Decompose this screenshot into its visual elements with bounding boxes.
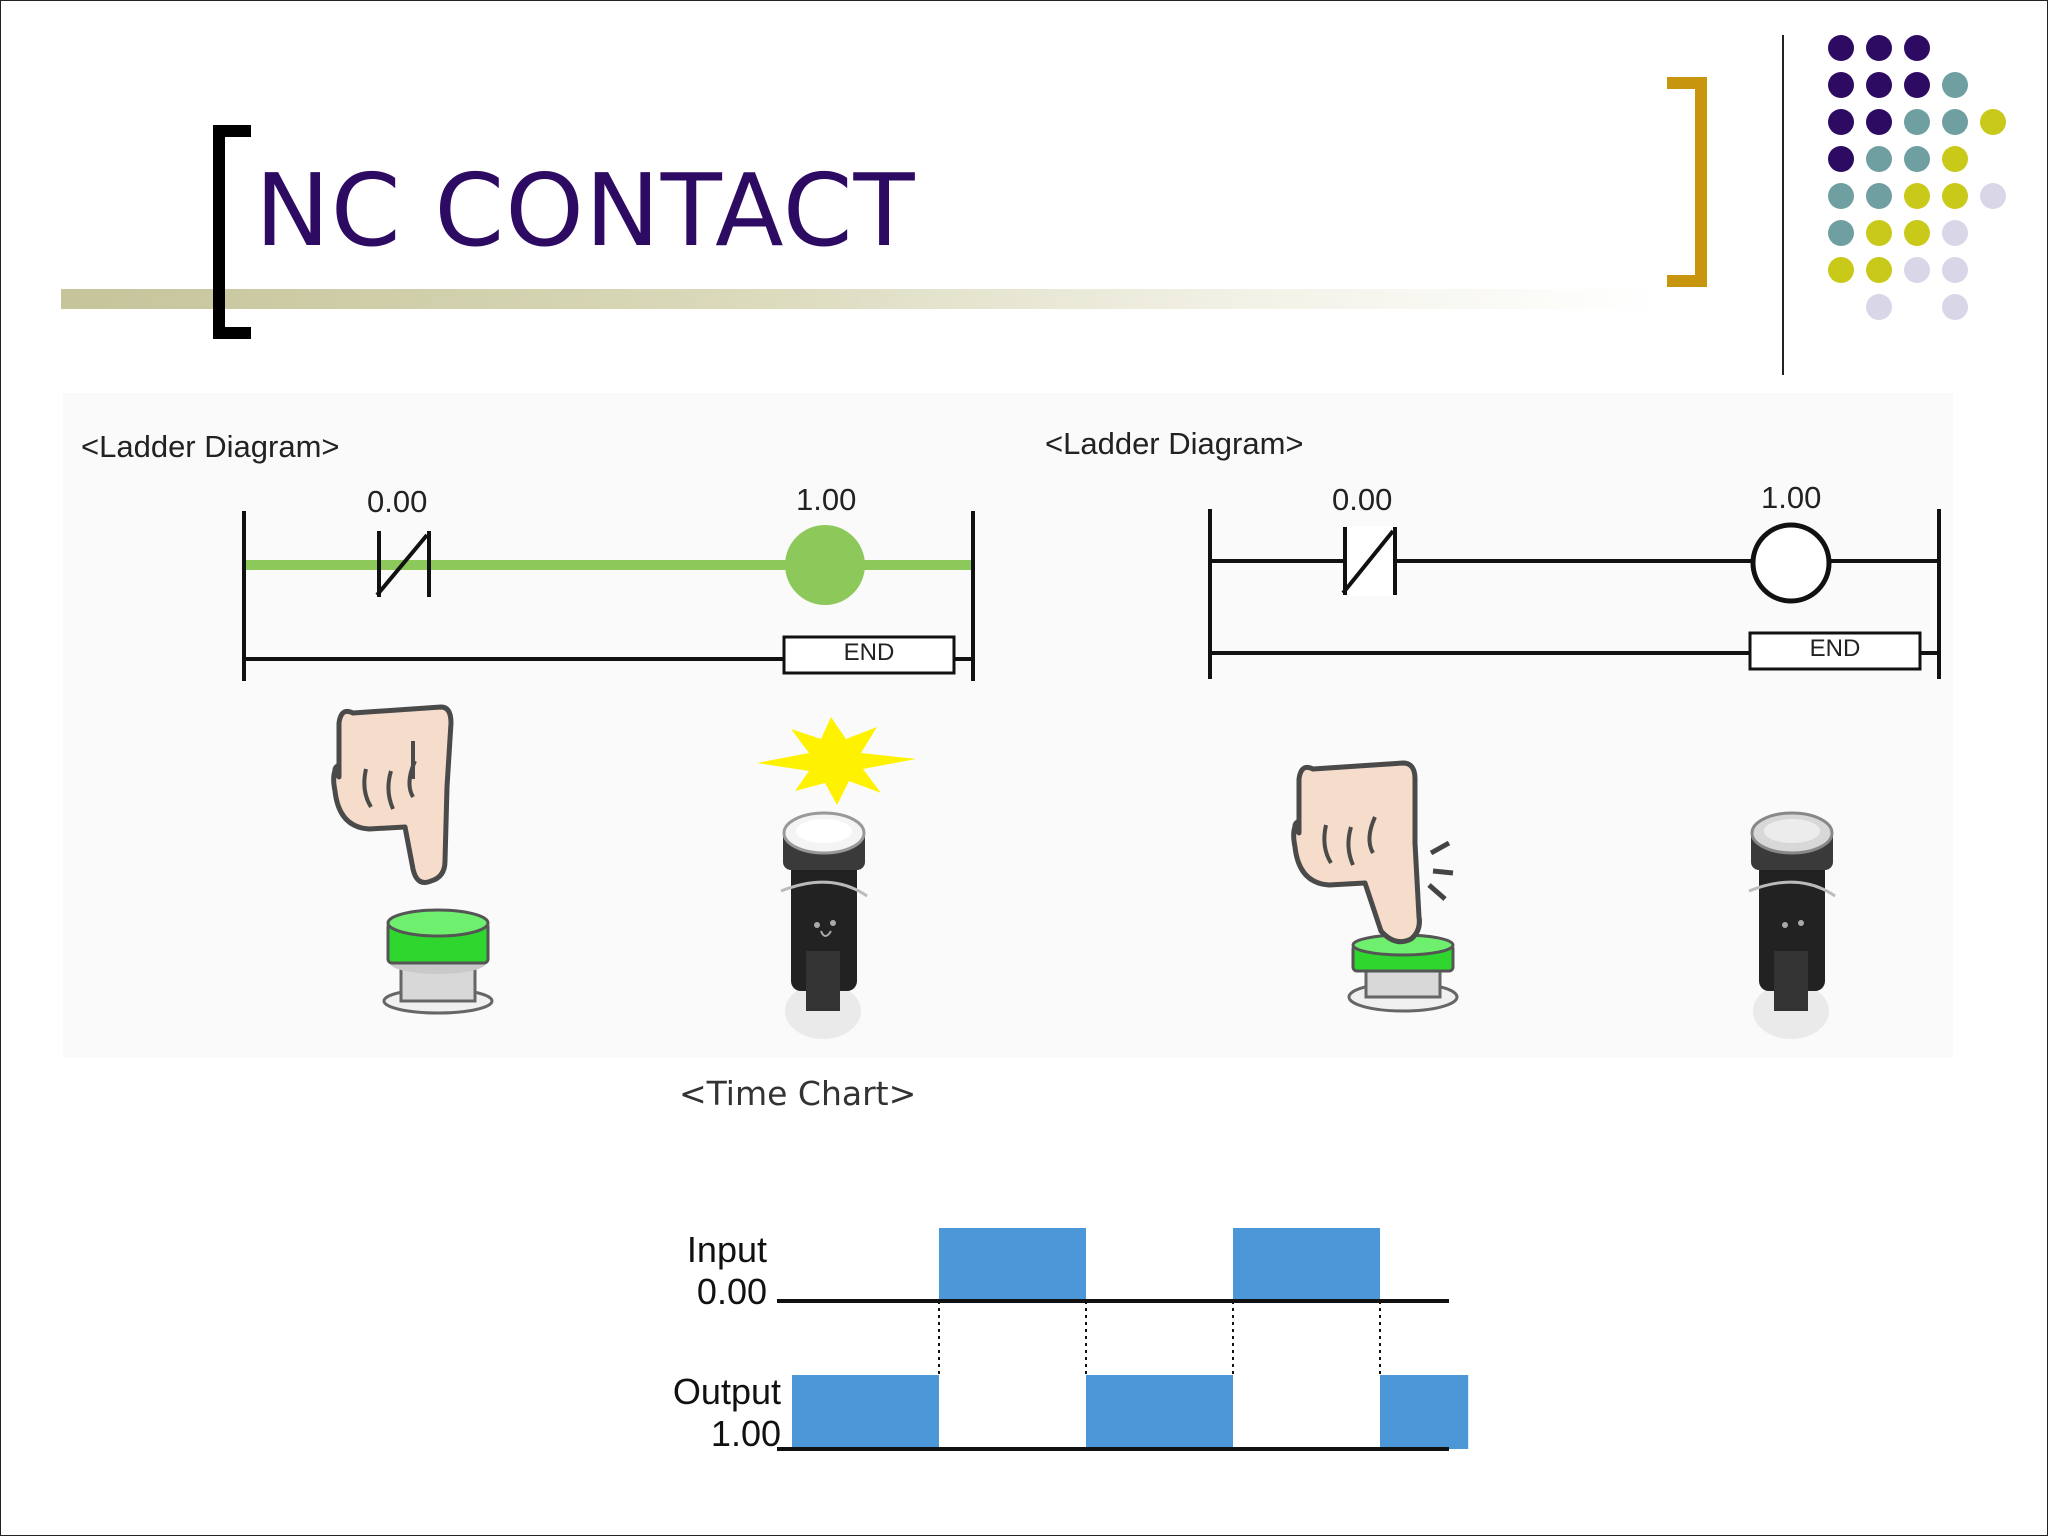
decor-dot bbox=[1866, 183, 1892, 209]
input-high-pulse bbox=[1233, 1228, 1380, 1301]
decor-dot bbox=[1980, 183, 2006, 209]
decor-dot bbox=[1828, 220, 1854, 246]
left-coil-address: 1.00 bbox=[796, 482, 857, 517]
transition-guides bbox=[938, 1301, 1381, 1375]
output-label: Output 1.00 bbox=[641, 1371, 781, 1455]
input-label-address: 0.00 bbox=[696, 1271, 767, 1312]
nc-contact-icon bbox=[1341, 526, 1397, 596]
decor-dot bbox=[1904, 109, 1930, 135]
decor-dot bbox=[1904, 72, 1930, 98]
decor-dot bbox=[1942, 257, 1968, 283]
decor-dot bbox=[1866, 146, 1892, 172]
output-label-name: Output bbox=[672, 1371, 781, 1412]
end-box bbox=[1748, 631, 1922, 671]
coil-icon bbox=[1750, 522, 1832, 604]
decor-dot bbox=[1904, 257, 1930, 283]
right-diagram-heading: <Ladder Diagram> bbox=[1045, 426, 1304, 461]
decor-dot bbox=[1866, 72, 1892, 98]
left-ladder-diagram bbox=[242, 511, 975, 681]
time-chart-heading: <Time Chart> bbox=[679, 1074, 917, 1113]
slide-title: NC CONTACT bbox=[255, 152, 916, 269]
left-end-label: END bbox=[843, 639, 895, 666]
decor-dot bbox=[1828, 72, 1854, 98]
decor-dot bbox=[1980, 109, 2006, 135]
title-underline-bar bbox=[61, 289, 1661, 309]
push-button-released-icon bbox=[382, 908, 494, 1015]
input-high-pulse bbox=[939, 1228, 1086, 1301]
decor-dot bbox=[1828, 183, 1854, 209]
output-pulses bbox=[792, 1375, 1469, 1449]
nc-contact-icon bbox=[375, 531, 431, 597]
decor-dot bbox=[1904, 183, 1930, 209]
left-bracket-icon bbox=[213, 125, 251, 339]
output-high-pulse bbox=[1380, 1375, 1469, 1449]
input-pulses bbox=[939, 1228, 1380, 1301]
left-diagram-heading: <Ladder Diagram> bbox=[81, 429, 340, 464]
decor-dot bbox=[1866, 35, 1892, 61]
decor-dot bbox=[1904, 146, 1930, 172]
decor-dot bbox=[1828, 35, 1854, 61]
decor-dot bbox=[1942, 109, 1968, 135]
decor-dot bbox=[1904, 220, 1930, 246]
left-contact-address: 0.00 bbox=[367, 484, 428, 519]
decor-dot bbox=[1942, 294, 1968, 320]
output-high-pulse bbox=[1086, 1375, 1233, 1449]
decor-dot bbox=[1942, 183, 1968, 209]
decor-dot bbox=[1828, 257, 1854, 283]
input-label-name: Input bbox=[686, 1229, 767, 1270]
decor-dot bbox=[1866, 294, 1892, 320]
decor-dot bbox=[1828, 109, 1854, 135]
output-label-address: 1.00 bbox=[710, 1413, 781, 1454]
right-coil-address: 1.00 bbox=[1761, 480, 1822, 515]
dot-grid-icon bbox=[1828, 35, 2006, 320]
decor-dot bbox=[1942, 72, 1968, 98]
pointing-hand-icon bbox=[331, 704, 454, 885]
right-contact-address: 0.00 bbox=[1332, 482, 1393, 517]
pilot-lamp-off-icon bbox=[1748, 811, 1836, 1039]
end-box bbox=[782, 635, 956, 675]
right-ladder-diagram bbox=[1208, 509, 1941, 679]
time-chart bbox=[777, 1228, 1469, 1451]
energized-coil-icon bbox=[785, 525, 865, 605]
decor-dot bbox=[1942, 220, 1968, 246]
decor-dot bbox=[1828, 146, 1854, 172]
decor-dot bbox=[1866, 109, 1892, 135]
decor-dot bbox=[1866, 220, 1892, 246]
pilot-lamp-on-icon bbox=[780, 811, 868, 1039]
input-label: Input 0.00 bbox=[641, 1229, 767, 1313]
push-button-pressed-icon bbox=[1347, 916, 1459, 1013]
pressing-hand-icon bbox=[1291, 760, 1454, 945]
decor-dot bbox=[1904, 35, 1930, 61]
decor-dot bbox=[1942, 146, 1968, 172]
decor-dot bbox=[1866, 257, 1892, 283]
right-bracket-icon bbox=[1667, 77, 1707, 287]
lamp-glow-burst-icon bbox=[757, 717, 916, 805]
output-high-pulse bbox=[792, 1375, 939, 1449]
right-end-label: END bbox=[1809, 635, 1861, 662]
